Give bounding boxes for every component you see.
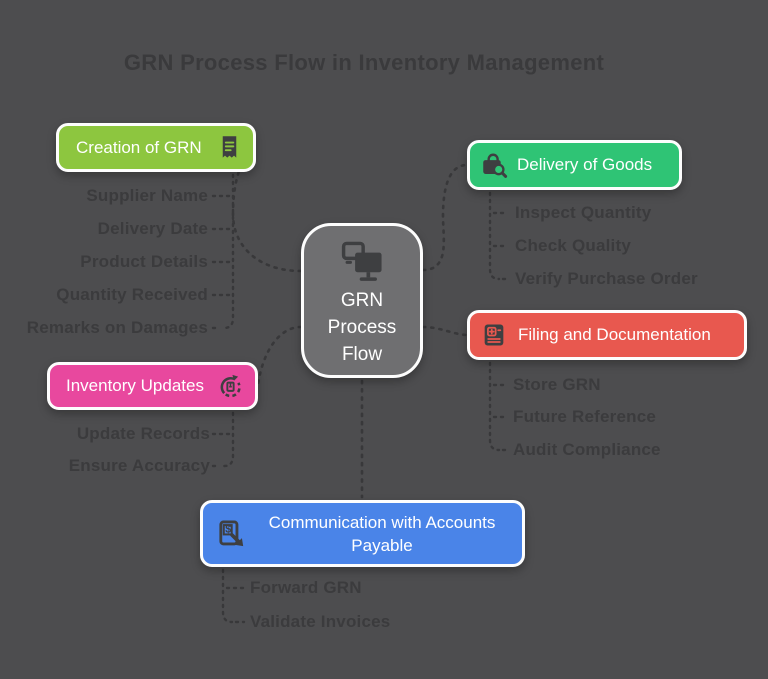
receipt-icon bbox=[216, 134, 243, 161]
central-label-line1: GRN bbox=[340, 290, 384, 311]
node-communication-accounts-payable-label: Communication with Accounts Payable bbox=[268, 512, 496, 555]
central-label-line2: Process bbox=[327, 317, 397, 338]
node-delivery-of-goods-label: Delivery of Goods bbox=[517, 155, 653, 174]
bag-search-icon bbox=[479, 151, 508, 180]
node-creation-of-grn-label: Creation of GRN bbox=[76, 137, 202, 157]
node-delivery-of-goods[interactable]: Delivery of Goods bbox=[467, 140, 682, 190]
central-label-line3: Flow bbox=[341, 344, 383, 365]
node-creation-of-grn[interactable]: Creation of GRN bbox=[56, 123, 256, 172]
node-filing-and-documentation[interactable]: Filing and Documentation bbox=[467, 310, 747, 360]
diagram-title: GRN Process Flow in Inventory Management bbox=[123, 50, 605, 75]
node-filing-and-documentation-label: Filing and Documentation bbox=[518, 325, 711, 344]
node-inventory-updates-label: Inventory Updates bbox=[66, 376, 204, 395]
svg-text:$: $ bbox=[225, 523, 231, 535]
node-grn-process-flow[interactable]: GRN Process Flow bbox=[301, 223, 423, 378]
dual-monitor-icon bbox=[333, 240, 391, 286]
medical-report-icon bbox=[480, 321, 508, 349]
node-communication-accounts-payable[interactable]: $ Communication with Accounts Payable bbox=[200, 500, 525, 567]
invoice-transfer-icon: $ bbox=[214, 516, 248, 552]
cycle-refresh-icon bbox=[216, 372, 245, 401]
node-inventory-updates[interactable]: Inventory Updates bbox=[47, 362, 258, 410]
